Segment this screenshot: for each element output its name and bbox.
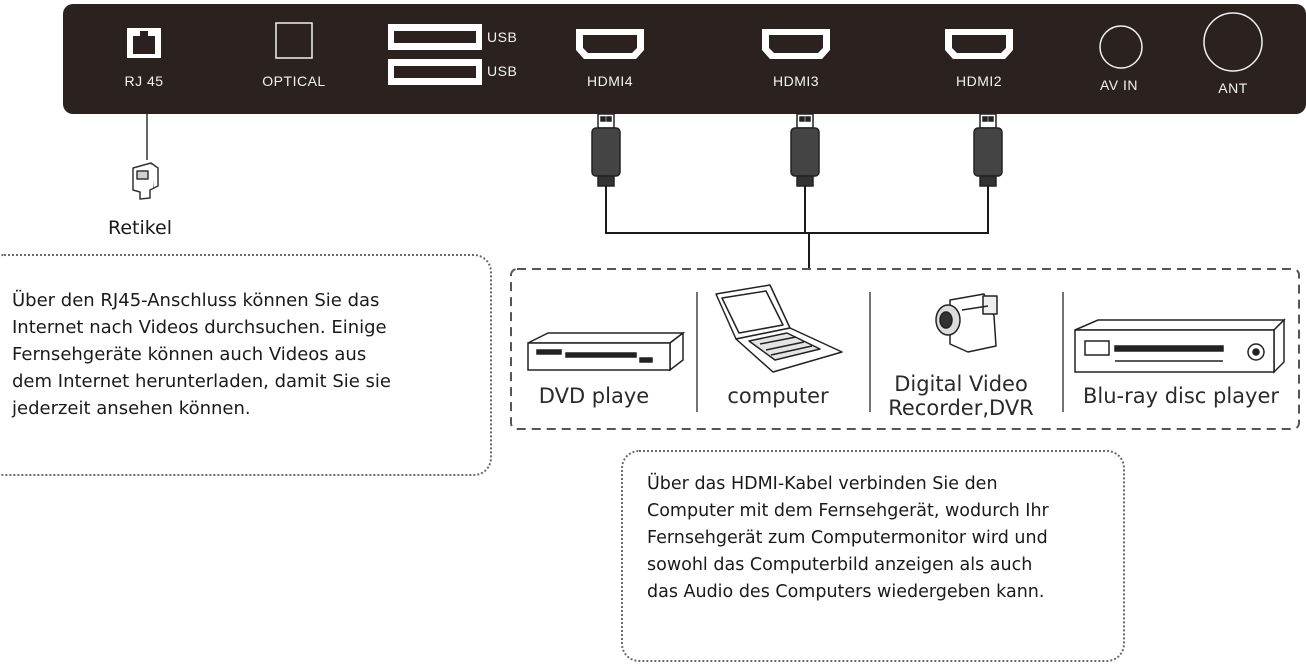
tv-back-panel <box>63 4 1306 114</box>
callout-text-line: Internet nach Videos durchsuchen. Einige <box>12 317 387 338</box>
router-label: Retikel <box>107 217 173 239</box>
callout-text-line: Über das HDMI-Kabel verbinden Sie den <box>647 474 998 494</box>
callout-text-line: Fernsehgerät zum Computermonitor wird un… <box>647 528 1048 548</box>
dvd-player-icon <box>527 331 686 372</box>
callout-text-line: Fernsehgeräte können auch Videos aus <box>12 344 367 365</box>
ant-port-icon <box>1203 12 1263 72</box>
port-label-av-in: AV IN <box>1099 77 1139 93</box>
callout-text-line: Computer mit dem Fernsehgerät, wodurch I… <box>647 501 1049 521</box>
port-label-hdmi2: HDMI2 <box>955 73 1003 89</box>
hdmi-info-callout: Über das HDMI-Kabel verbinden Sie den Co… <box>621 450 1125 662</box>
port-label-usb-1: USB <box>487 29 518 45</box>
port-label-usb-2: USB <box>487 63 518 79</box>
device-label-camcorder-2: Recorder,DVR <box>888 396 1034 420</box>
device-label-dvd: DVD playe <box>538 384 650 408</box>
usb-port-icon <box>388 24 482 85</box>
router-icon <box>132 162 159 200</box>
device-label-computer: computer <box>727 384 829 408</box>
rj45-info-callout: Über den RJ45-Anschluss können Sie das I… <box>0 254 492 476</box>
laptop-icon <box>715 284 843 373</box>
devices-box <box>510 268 1300 430</box>
callout-text-line: sowohl das Computerbild anzeigen als auc… <box>647 555 1033 575</box>
rj45-port-icon <box>127 28 161 58</box>
hdmi-cable-icon <box>591 113 1003 187</box>
port-label-rj45: RJ 45 <box>124 73 164 89</box>
port-label-optical: OPTICAL <box>262 73 326 89</box>
device-label-bluray: Blu-ray disc player <box>1082 384 1280 408</box>
hdmi-port-icon <box>576 29 1013 59</box>
port-label-hdmi4: HDMI4 <box>586 73 634 89</box>
av-in-port-icon <box>1099 25 1143 69</box>
optical-port-icon <box>275 22 313 59</box>
callout-text-line: jederzeit ansehen können. <box>12 398 251 419</box>
port-label-hdmi3: HDMI3 <box>772 73 820 89</box>
callout-text-line: dem Internet herunterladen, damit Sie si… <box>12 371 392 392</box>
callout-text-line: Über den RJ45-Anschluss können Sie das <box>12 290 380 311</box>
bluray-player-icon <box>1074 318 1286 374</box>
callout-text-line: das Audio des Computers wiedergeben kann… <box>647 582 1045 602</box>
port-label-ant: ANT <box>1218 80 1248 96</box>
device-label-camcorder-1: Digital Video <box>894 372 1028 396</box>
camcorder-icon <box>935 293 998 353</box>
